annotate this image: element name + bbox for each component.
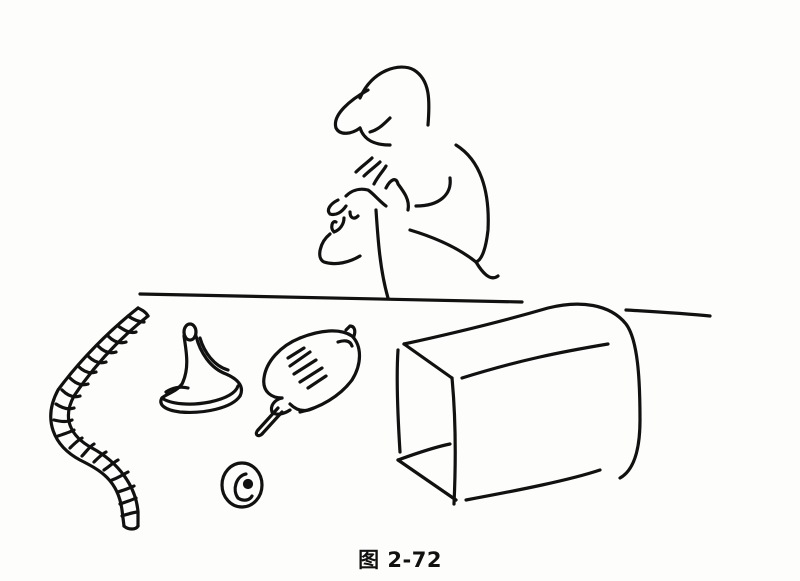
flexible-hose <box>49 306 150 531</box>
person <box>318 65 500 300</box>
figure-caption: 图 2-72 <box>358 548 442 572</box>
round-disc <box>220 461 264 509</box>
funnel-cap <box>159 322 244 414</box>
box-housing <box>395 302 642 506</box>
motor-unit <box>254 324 362 438</box>
table-edge <box>138 292 712 318</box>
